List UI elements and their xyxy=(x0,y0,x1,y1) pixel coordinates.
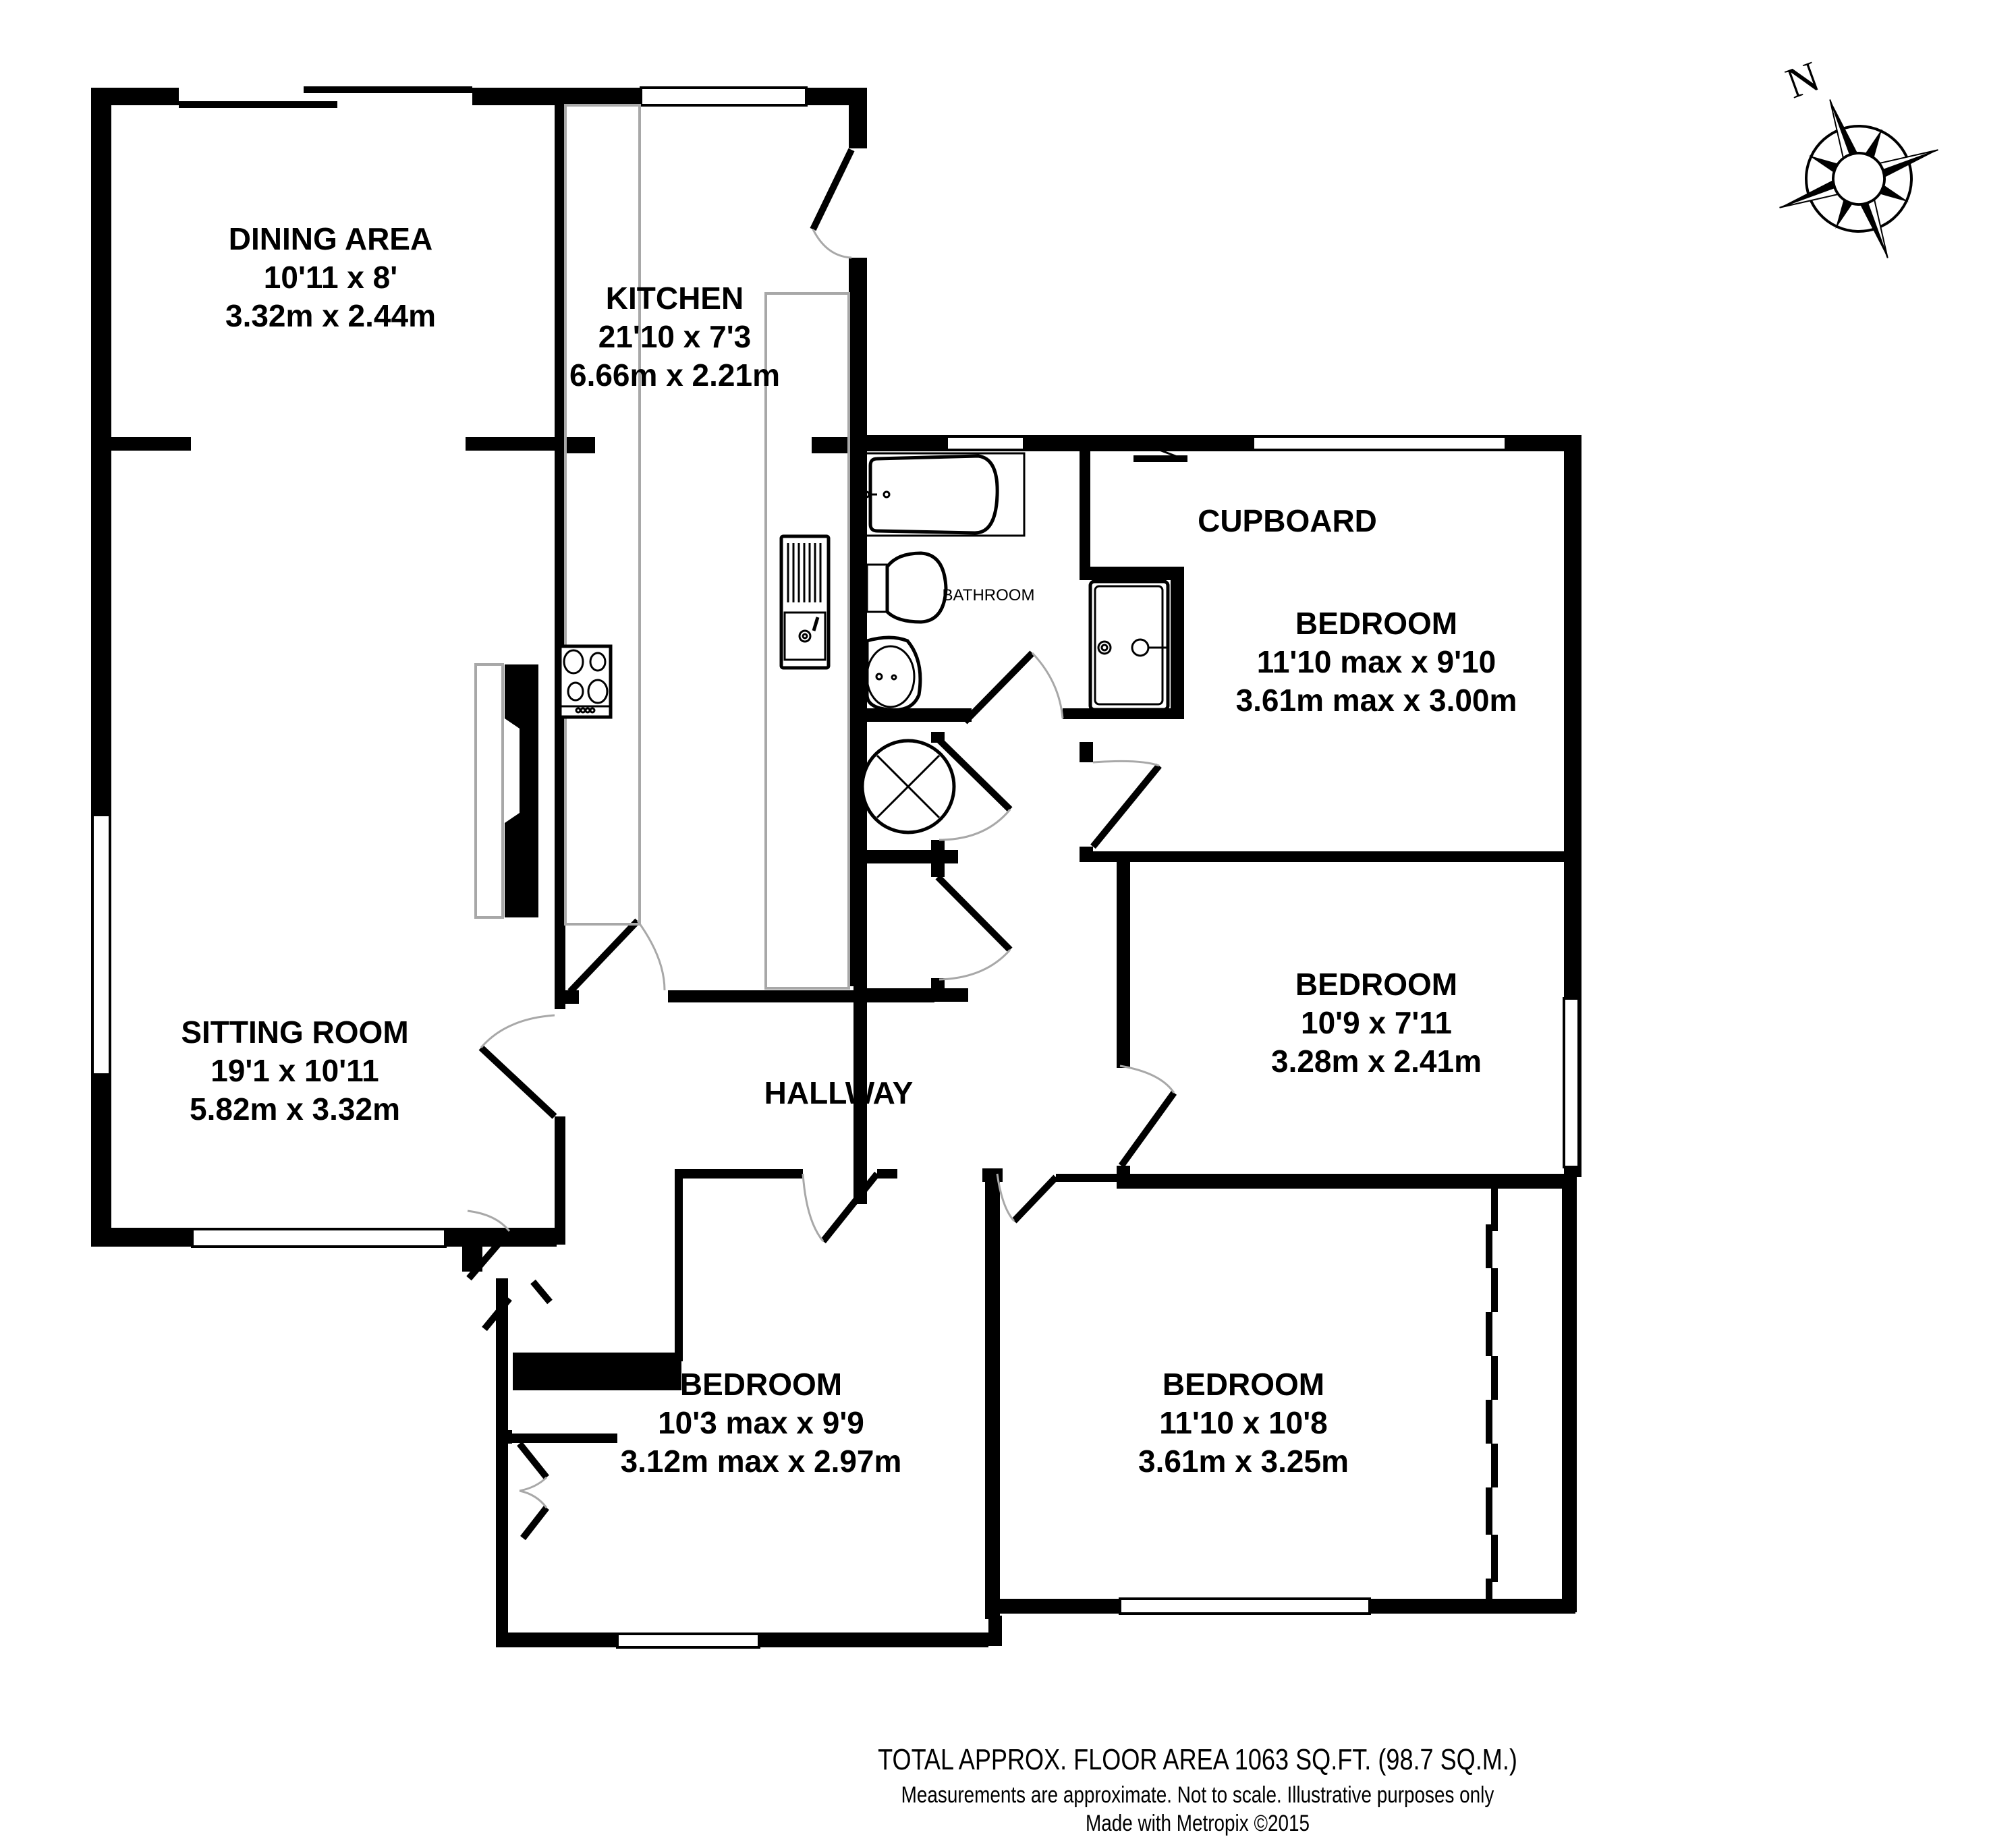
room-imperial: 10'11 x 8' xyxy=(264,260,397,295)
bedroom-e-window xyxy=(1563,997,1580,1168)
credit-text: Made with Metropix ©2015 xyxy=(1085,1811,1310,1836)
hearth xyxy=(474,663,504,919)
room-imperial: 11'10 max x 9'10 xyxy=(1257,644,1496,679)
room-metric: 3.28m x 2.41m xyxy=(1271,1044,1482,1079)
room-imperial: 10'3 max x 9'9 xyxy=(658,1405,864,1440)
bedroom-sw-window xyxy=(616,1633,760,1649)
room-metric: 6.66m x 2.21m xyxy=(569,358,780,393)
room-imperial: 19'1 x 10'11 xyxy=(211,1053,379,1088)
walls xyxy=(91,88,1581,1647)
room-imperial: 11'10 x 10'8 xyxy=(1159,1405,1328,1440)
room-bedroom-e: BEDROOM 10'9 x 7'11 3.28m x 2.41m xyxy=(1271,967,1482,1079)
room-metric: 3.61m max x 3.00m xyxy=(1236,683,1517,718)
disclaimer-text: Measurements are approximate. Not to sca… xyxy=(901,1782,1494,1808)
hot-water-cylinder-icon xyxy=(860,739,956,834)
room-dining-area: DINING AREA 10'11 x 8' 3.32m x 2.44m xyxy=(225,221,436,333)
room-name: DINING AREA xyxy=(229,221,432,256)
counter-right xyxy=(764,292,850,990)
counter-left xyxy=(564,104,641,926)
room-metric: 3.61m x 3.25m xyxy=(1138,1444,1349,1479)
sitting-window xyxy=(191,1228,447,1248)
sliding-door-panel-left xyxy=(179,101,337,108)
shower-tray-icon xyxy=(1088,579,1170,712)
room-metric: 5.82m x 3.32m xyxy=(190,1091,400,1127)
room-labels: DINING AREA 10'11 x 8' 3.32m x 2.44m KIT… xyxy=(181,221,1517,1479)
toilet-icon xyxy=(866,551,948,624)
room-sitting-room: SITTING ROOM 19'1 x 10'11 5.82m x 3.32m xyxy=(181,1015,408,1127)
total-floor-area: TOTAL APPROX. FLOOR AREA 1063 SQ.FT. (98… xyxy=(878,1743,1517,1776)
hob-icon xyxy=(558,644,613,719)
room-name: BATHROOM xyxy=(943,586,1035,604)
compass-rose-icon: N xyxy=(1779,52,1938,258)
room-hallway: HALLWAY xyxy=(764,1075,914,1110)
room-bedroom-se: BEDROOM 11'10 x 10'8 3.61m x 3.25m xyxy=(1138,1367,1349,1479)
room-name: CUPBOARD xyxy=(1198,503,1377,538)
doors xyxy=(466,148,1498,1602)
sitting-side-window xyxy=(91,814,111,1076)
kitchen-sink-icon xyxy=(779,534,831,670)
windows xyxy=(91,86,1580,1649)
room-imperial: 21'10 x 7'3 xyxy=(598,319,752,354)
room-bedroom-ne: BEDROOM 11'10 max x 9'10 3.61m max x 3.0… xyxy=(1236,606,1517,718)
room-bathroom: BATHROOM xyxy=(943,586,1035,604)
room-name: KITCHEN xyxy=(606,281,744,316)
room-metric: 3.32m x 2.44m xyxy=(225,298,436,333)
room-name: HALLWAY xyxy=(764,1075,914,1110)
room-name: BEDROOM xyxy=(1295,606,1457,641)
room-kitchen: KITCHEN 21'10 x 7'3 6.66m x 2.21m xyxy=(569,281,780,393)
washbasin-icon xyxy=(865,635,922,712)
bathroom-fittings xyxy=(860,452,1170,834)
bedroom-ne-window xyxy=(1252,435,1507,451)
room-bedroom-sw: BEDROOM 10'3 max x 9'9 3.61m x 3.25m 3.1… xyxy=(621,1367,902,1479)
room-name: BEDROOM xyxy=(1163,1367,1324,1402)
room-name: SITTING ROOM xyxy=(181,1015,408,1050)
bedroom-se-window xyxy=(1119,1597,1371,1615)
kitchen-window xyxy=(640,86,808,107)
room-imperial: 10'9 x 7'11 xyxy=(1301,1005,1452,1040)
bathtub-icon xyxy=(862,452,1026,537)
room-name: BEDROOM xyxy=(680,1367,842,1402)
bathroom-window xyxy=(945,435,1026,451)
room-name: BEDROOM xyxy=(1295,967,1457,1002)
room-metric: 3.12m max x 2.97m xyxy=(621,1444,902,1479)
compass-north-label: N xyxy=(1780,52,1826,108)
kitchen-fittings xyxy=(474,104,850,990)
sliding-door-panel-right xyxy=(304,86,472,93)
room-cupboard: CUPBOARD xyxy=(1198,503,1377,538)
